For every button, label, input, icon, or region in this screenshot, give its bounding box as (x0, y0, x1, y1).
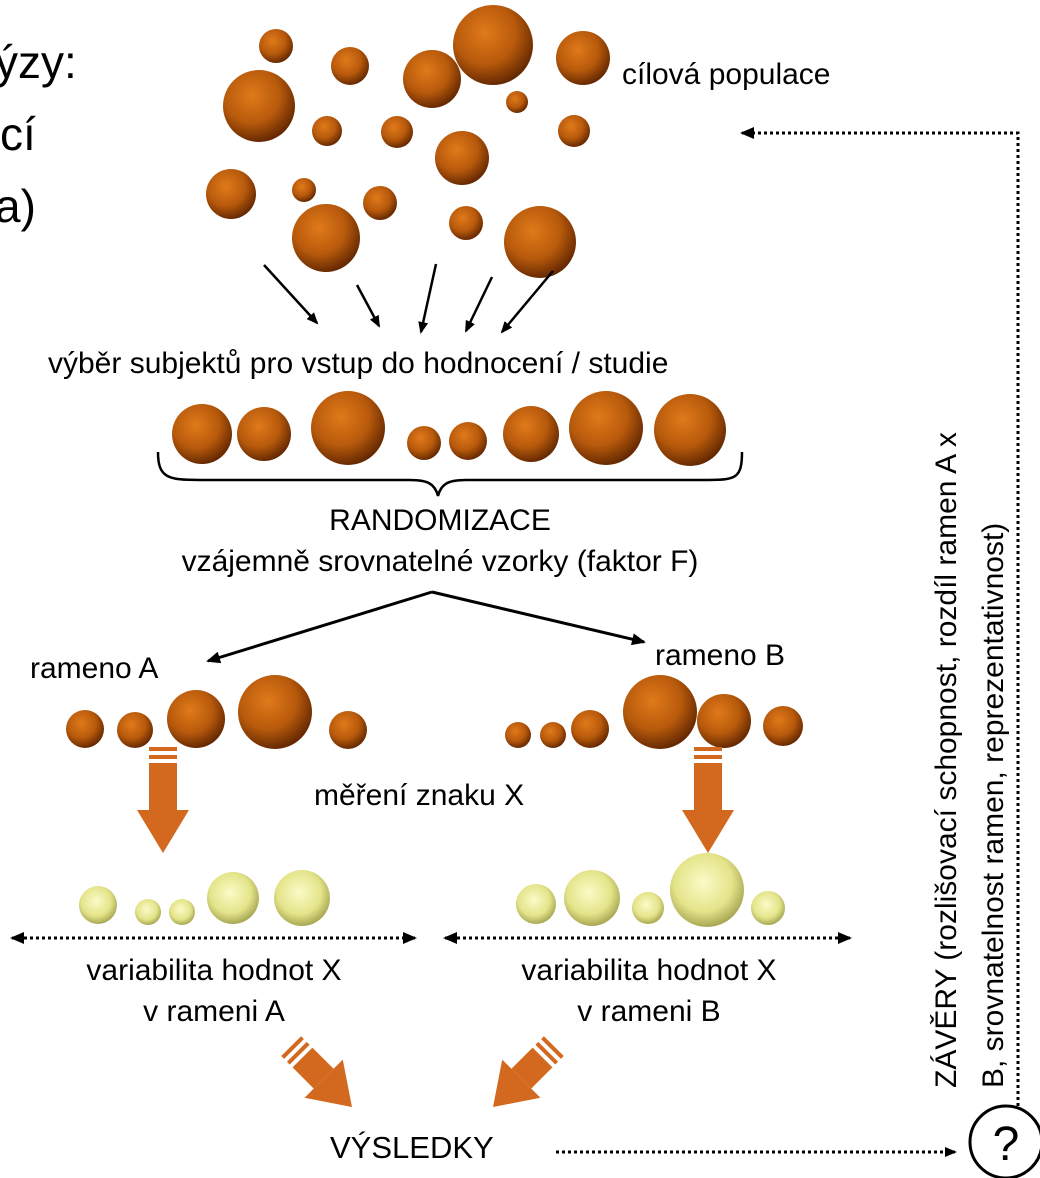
population-subject (403, 50, 461, 108)
population-subject (259, 29, 293, 63)
population-subject (331, 47, 369, 85)
selection-label: výběr subjektů pro vstup do hodnocení / … (48, 347, 668, 380)
population-subject (435, 131, 489, 185)
target-population-group (206, 5, 610, 278)
selected-subject (311, 391, 385, 465)
conclusions-line-1: ZÁVĚRY (rozlišovací schopnost, rozdíl ra… (930, 432, 963, 1088)
population-subject (381, 116, 413, 148)
question-circle (968, 1104, 1040, 1178)
selection-arrow (355, 284, 381, 328)
measurement-arrow-a (137, 747, 189, 853)
measured-value (516, 884, 556, 924)
arm-b-label: rameno B (655, 639, 785, 672)
selected-subject (449, 422, 487, 460)
selection-arrow (464, 276, 494, 333)
arm-a-subjects (66, 675, 367, 749)
arm-a-subject (167, 690, 225, 748)
partial-title-line-1: ýzy: (0, 36, 77, 88)
population-subject (292, 178, 316, 202)
population-subject (223, 70, 295, 142)
population-subject (558, 115, 590, 147)
measurement-arrow-b (682, 747, 734, 853)
variability-a-line-1: variabilita hodnot X (86, 954, 341, 987)
selected-subject (654, 394, 726, 466)
variability-b-line-1: variabilita hodnot X (521, 954, 776, 987)
measured-value (135, 899, 161, 925)
split-arrow-a (206, 590, 433, 664)
measured-value (169, 899, 195, 925)
selection-arrow (418, 263, 438, 334)
measured-value (751, 891, 785, 925)
arm-b-subject (623, 675, 697, 749)
partial-title-line-3: a) (0, 180, 36, 232)
measured-value (274, 870, 330, 926)
question-mark: ? (993, 1118, 1020, 1171)
measured-value (670, 853, 744, 927)
population-subject (504, 206, 576, 278)
population-subject (506, 91, 528, 113)
arm-a-subject (329, 711, 367, 749)
population-subject (556, 31, 610, 85)
variability-a-line-2: v rameni A (143, 995, 285, 1028)
population-subject (312, 116, 342, 146)
arm-b-subject (540, 722, 566, 748)
measured-value (632, 892, 664, 924)
selected-subject (503, 406, 559, 462)
measured-values-a (79, 870, 330, 926)
population-subject (453, 5, 533, 85)
population-subject (292, 204, 360, 272)
arm-a-label: rameno A (30, 652, 158, 685)
arm-b-subject (763, 706, 803, 746)
result-arrow-b (493, 1036, 564, 1107)
population-subject (449, 206, 483, 240)
selected-subject (237, 407, 291, 461)
results-label: VÝSLEDKY (330, 1130, 494, 1165)
measured-values-b (516, 853, 785, 927)
comparable-samples-label: vzájemně srovnatelné vzorky (faktor F) (182, 545, 699, 578)
feedback-to-population-connector (740, 127, 1020, 1106)
arm-a-subject (238, 675, 312, 749)
result-arrow-a (281, 1036, 352, 1107)
arm-b-subjects (505, 675, 803, 749)
split-arrow-b (431, 590, 646, 646)
randomization-label: RANDOMIZACE (329, 504, 551, 537)
selection-arrow (263, 264, 319, 325)
arm-b-subject (505, 722, 531, 748)
split-arrows (206, 590, 646, 664)
randomization-brace (156, 451, 744, 497)
selected-subject (569, 391, 643, 465)
selection-arrow (500, 270, 554, 334)
selected-subject (407, 426, 441, 460)
arm-a-subject (66, 710, 104, 748)
selected-subject (172, 404, 232, 464)
selection-arrows (263, 263, 554, 334)
variability-b-line-2: v rameni B (577, 995, 720, 1028)
selected-sample-group (172, 391, 726, 466)
population-subject (206, 169, 256, 219)
target-population-label: cílová populace (622, 58, 830, 91)
partial-title-line-2: cí (0, 108, 36, 160)
arm-a-subject (117, 712, 153, 748)
population-subject (363, 186, 397, 220)
conclusions-line-2: B, srovnatelnost ramen, reprezentativnos… (977, 523, 1010, 1088)
arm-b-subject (697, 694, 751, 748)
measurement-label: měření znaku X (314, 779, 524, 812)
measured-value (79, 886, 117, 924)
arm-b-subject (571, 710, 609, 748)
measured-value (564, 870, 620, 926)
measured-value (207, 872, 259, 924)
